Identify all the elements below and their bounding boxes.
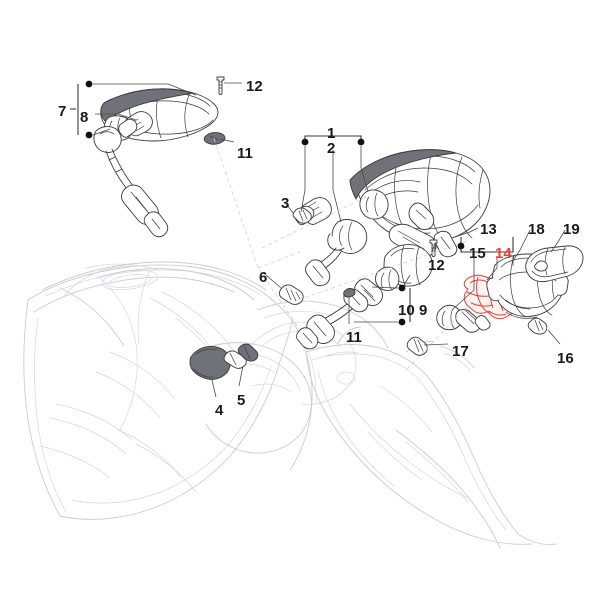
callout-1[interactable]: 1 — [327, 125, 336, 142]
part-screw-3 — [292, 207, 312, 224]
bullet-9a — [398, 284, 406, 292]
part-screw-12-top — [216, 76, 225, 95]
part-grommet-17 — [406, 336, 428, 356]
callout-8[interactable]: 8 — [80, 109, 89, 126]
callout-7[interactable]: 7 — [58, 103, 67, 120]
callout-15[interactable]: 15 — [469, 245, 486, 262]
bullet-1a — [301, 138, 309, 146]
callout-2[interactable]: 2 — [327, 140, 336, 157]
part-socket-10 — [296, 278, 383, 350]
callout-19[interactable]: 19 — [563, 221, 580, 238]
part-screw-16 — [527, 317, 548, 335]
callout-18[interactable]: 18 — [528, 221, 545, 238]
part-numberplate-lamp-15 — [436, 304, 491, 333]
callout-11-lower[interactable]: 11 — [346, 329, 362, 346]
callout-5[interactable]: 5 — [237, 392, 246, 409]
bullet-1b — [357, 138, 365, 146]
callout-12-top[interactable]: 12 — [246, 78, 263, 95]
part-indicator-4 — [189, 343, 259, 380]
callout-13[interactable]: 13 — [480, 221, 497, 238]
callout-4[interactable]: 4 — [215, 402, 224, 419]
callout-10[interactable]: 10 — [398, 302, 415, 319]
part-clip-11-top — [203, 132, 226, 145]
part-bulb-8 — [118, 111, 153, 138]
part-tail-bulb-unit-9 — [375, 244, 433, 291]
scooter-rear-frame-ghost — [305, 326, 557, 549]
part-bulb-holder-2 — [305, 219, 368, 287]
part-clip-11-lower — [343, 288, 356, 298]
callout-17[interactable]: 17 — [452, 343, 469, 360]
scooter-body-ghost-left — [23, 261, 389, 520]
callout-3[interactable]: 3 — [281, 195, 290, 212]
part-wiring-harness-7 — [93, 126, 169, 238]
bullet-15 — [457, 242, 465, 250]
bullet-7a — [85, 80, 93, 88]
part-cover-trim-19 — [525, 245, 584, 283]
bullet-7b — [85, 131, 93, 139]
callout-9[interactable]: 9 — [419, 302, 428, 319]
callout-16[interactable]: 16 — [557, 350, 574, 367]
part-connector-clip-6 — [278, 284, 304, 305]
leader-lines — [70, 80, 566, 398]
bullet-9b — [398, 318, 406, 326]
callout-11-top[interactable]: 11 — [237, 145, 253, 162]
part-rear-light-body-13 — [349, 149, 491, 258]
callout-6[interactable]: 6 — [259, 269, 268, 286]
callout-14-highlighted[interactable]: 14 — [495, 245, 512, 262]
callout-12-right[interactable]: 12 — [428, 257, 445, 274]
